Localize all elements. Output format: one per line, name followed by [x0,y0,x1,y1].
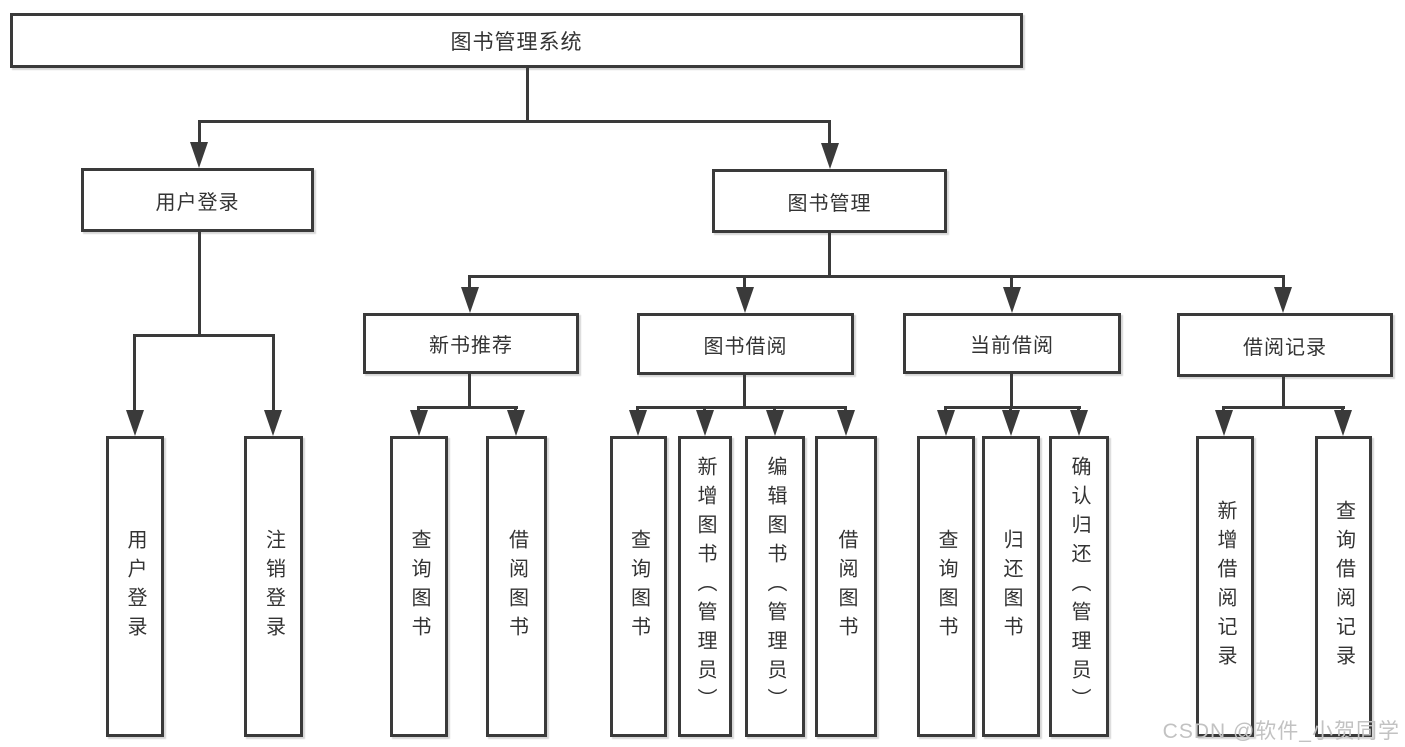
arrowhead [264,410,282,436]
leaf-logout: 注销登录 [244,436,303,737]
arrowhead [1002,410,1020,436]
line [198,232,201,337]
leaf-records-query-label: 查询借阅记录 [1332,499,1355,674]
line [1010,374,1013,409]
leaf-borrow-edit: 编辑图书（管理员） [745,436,805,737]
line [1222,406,1345,409]
line [272,334,275,412]
leaf-borrow-borrow-label: 借阅图书 [835,528,857,645]
line [743,375,746,409]
line [468,374,471,409]
leaf-borrow-add: 新增图书（管理员） [678,436,732,737]
node-new-books-label: 新书推荐 [429,335,513,357]
arrowhead [410,410,428,436]
arrowhead [736,287,754,313]
leaf-borrow-query-label: 查询图书 [627,528,650,645]
arrowhead [937,410,955,436]
arrowhead [696,410,714,436]
line [417,406,518,409]
arrowhead [126,410,144,436]
arrowhead [1003,287,1021,313]
node-user-login-label: 用户登录 [155,191,240,214]
node-book-borrow-label: 图书借阅 [703,335,788,358]
leaf-records-add: 新增借阅记录 [1196,436,1254,737]
line [1282,275,1285,289]
line [944,406,1081,409]
line [468,275,471,289]
leaf-current-confirm: 确认归还（管理员） [1049,436,1109,737]
line [1282,377,1285,409]
leaf-newbooks-query-label: 查询图书 [408,528,430,645]
csdn-watermark: CSDN @软件_小贺同学 [1162,720,1400,743]
line [743,275,746,289]
line [133,334,136,412]
arrowhead [766,410,784,436]
leaf-current-confirm-label: 确认归还（管理员） [1068,456,1090,717]
leaf-current-query: 查询图书 [917,436,975,737]
arrowhead [837,410,855,436]
arrowhead [507,410,525,436]
leaf-borrow-add-label: 新增图书（管理员） [694,456,716,717]
line [526,68,529,122]
arrowhead [629,410,647,436]
line [198,120,201,144]
node-book-borrow: 图书借阅 [637,313,854,375]
line [1010,275,1013,289]
node-borrow-records: 借阅记录 [1177,313,1393,377]
node-book-mgmt: 图书管理 [712,169,947,233]
leaf-current-return-label: 归还图书 [1000,528,1022,645]
leaf-borrow-borrow: 借阅图书 [815,436,877,737]
arrowhead [1274,287,1292,313]
node-root-label: 图书管理系统 [450,30,583,54]
line [636,406,847,409]
line [198,120,831,123]
line [468,275,1285,278]
leaf-newbooks-query: 查询图书 [390,436,448,737]
node-current-borrow-label: 当前借阅 [970,335,1054,357]
arrowhead [821,143,839,169]
line [133,334,275,337]
node-new-books: 新书推荐 [363,313,579,374]
arrowhead [1334,410,1352,436]
leaf-borrow-query: 查询图书 [610,436,667,737]
leaf-current-query-label: 查询图书 [935,528,957,645]
line [828,120,831,145]
node-borrow-records-label: 借阅记录 [1243,336,1327,359]
arrowhead [1070,410,1088,436]
leaf-newbooks-borrow: 借阅图书 [486,436,547,737]
arrowhead [190,142,208,168]
arrowhead [1215,410,1233,436]
leaf-user-login-label: 用户登录 [124,528,146,645]
leaf-user-login: 用户登录 [106,436,164,737]
node-book-mgmt-label: 图书管理 [787,192,872,215]
leaf-records-query: 查询借阅记录 [1315,436,1372,737]
leaf-current-return: 归还图书 [982,436,1040,737]
node-user-login: 用户登录 [81,168,314,232]
node-current-borrow: 当前借阅 [903,313,1121,374]
arrowhead [461,287,479,313]
leaf-records-add-label: 新增借阅记录 [1214,499,1236,674]
node-root: 图书管理系统 [10,13,1023,68]
leaf-logout-label: 注销登录 [262,528,285,645]
leaf-newbooks-borrow-label: 借阅图书 [505,528,528,645]
leaf-borrow-edit-label: 编辑图书（管理员） [764,456,786,717]
line [828,233,831,278]
